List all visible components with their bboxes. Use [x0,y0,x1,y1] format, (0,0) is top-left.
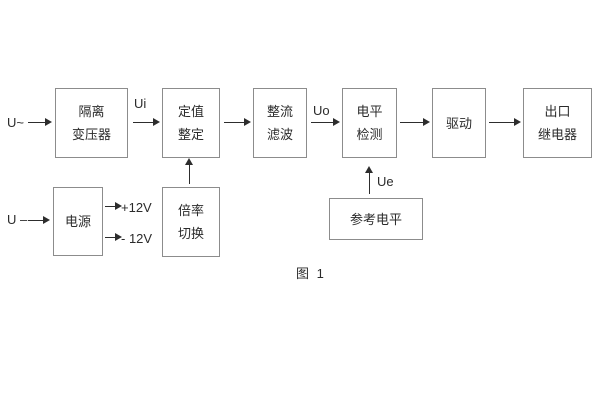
label-plus-12v: +12V [121,200,152,215]
box-level-detect: 电平 检测 [342,88,397,158]
box-power-supply: 电源 [53,187,103,256]
box-label: 滤波 [266,127,293,142]
box-reference-level: 参考电平 [329,198,423,240]
box-label: 参考电平 [349,211,402,227]
box-label: 检测 [356,127,383,142]
box-label: 倍率 [177,203,204,218]
box-label: 驱动 [445,115,472,131]
arrow-ratio-to-setting [185,158,194,184]
arrow-drive-to-relay [489,118,521,127]
box-ratio-switch: 倍率 切换 [162,187,220,257]
label-ui: Ui [134,96,147,111]
box-output-relay: 出口 继电器 [523,88,592,158]
box-label: 电平 [356,104,383,119]
label-minus-12v: - 12V [121,231,153,246]
box-label: 变压器 [71,127,111,142]
arrow-reference-to-level [365,166,374,194]
label-dc-input: U – [7,212,28,227]
box-label: 整定 [177,127,204,142]
arrow-setting-to-rectifier [224,118,251,127]
box-label: 定值 [177,104,204,119]
label-ue: Ue [377,174,394,189]
box-label: 整流 [266,104,293,119]
arrow-minus-12v [105,233,122,242]
box-isolation-transformer: 隔离 变压器 [55,88,128,158]
box-label: 切换 [177,226,204,241]
arrow-plus-12v [105,202,122,211]
arrow-transformer-to-setting [133,118,160,127]
arrow-rectifier-to-level [311,118,340,127]
box-setting-adjust: 定值 整定 [162,88,220,158]
box-label: 出口 [544,104,571,119]
box-rectifier-filter: 整流 滤波 [253,88,307,158]
box-label: 继电器 [537,127,577,142]
arrow-dc-input [28,216,50,225]
box-label: 电源 [64,214,91,229]
box-label: 隔离 [78,104,105,119]
arrow-ac-input [28,118,52,127]
label-ac-input: U~ [7,115,24,130]
box-drive: 驱动 [432,88,486,158]
figure-caption: 图 1 [296,266,326,281]
label-uo: Uo [313,103,330,118]
arrow-level-to-drive [400,118,430,127]
